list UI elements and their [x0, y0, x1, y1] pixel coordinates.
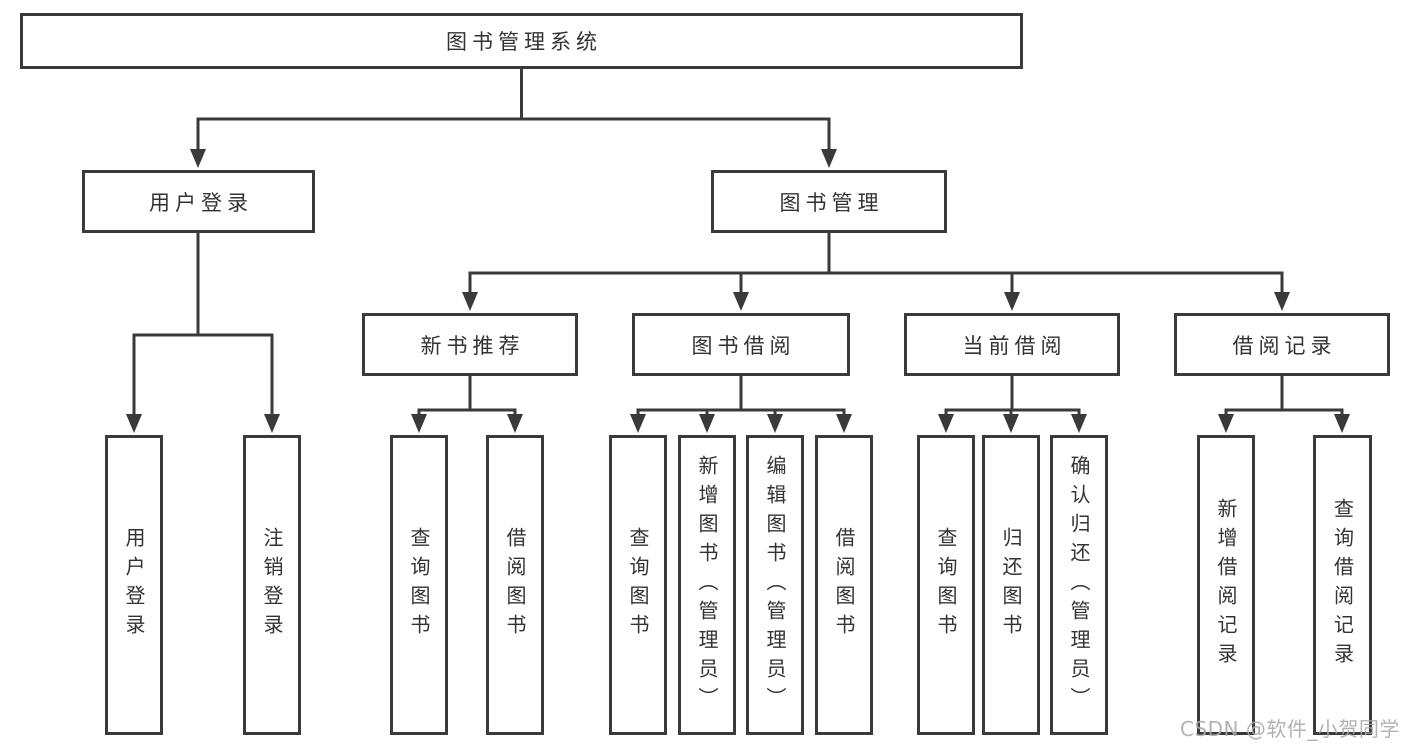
node-label: 查询图书: [407, 527, 431, 643]
leaf-borrow-books-recommend: 借阅图书: [486, 435, 544, 735]
leaf-confirm-return-admin: 确认归还（管理员）: [1050, 435, 1108, 735]
node-label: 新书推荐: [420, 333, 525, 358]
leaf-query-borrow-record: 查询借阅记录: [1313, 435, 1372, 735]
csdn-watermark: CSDN @软件_小贺同学: [1180, 717, 1400, 741]
arrowhead-icon: [1071, 414, 1087, 433]
arrowhead-icon: [462, 292, 478, 311]
node-label: 借阅记录: [1232, 333, 1337, 358]
arrowhead-icon: [411, 414, 427, 433]
node-new-book-recommend: 新书推荐: [362, 313, 578, 376]
node-label: 新增图书（管理员）: [695, 454, 719, 716]
leaf-borrow-books: 借阅图书: [815, 435, 873, 735]
node-label: 查询图书: [626, 527, 650, 643]
node-current-borrow: 当前借阅: [904, 313, 1120, 376]
node-book-borrow: 图书借阅: [632, 313, 850, 376]
arrowhead-icon: [264, 414, 280, 433]
node-label: 图书借阅: [691, 333, 796, 358]
node-label: 归还图书: [999, 527, 1023, 643]
leaf-query-books-recommend: 查询图书: [390, 435, 448, 735]
leaf-query-books-current: 查询图书: [917, 435, 975, 735]
arrowhead-icon: [836, 414, 852, 433]
leaf-add-books-admin: 新增图书（管理员）: [678, 435, 736, 735]
node-label: 用户登录: [122, 527, 146, 643]
node-label: 借阅图书: [503, 527, 527, 643]
arrowhead-icon: [190, 149, 206, 168]
node-label: 借阅图书: [832, 527, 856, 643]
arrowheads: [126, 149, 1350, 433]
node-borrow-records: 借阅记录: [1174, 313, 1390, 376]
node-label: 查询图书: [934, 527, 958, 643]
leaf-add-borrow-record: 新增借阅记录: [1197, 435, 1255, 735]
arrowhead-icon: [507, 414, 523, 433]
node-label: 查询借阅记录: [1330, 498, 1355, 672]
node-label: 新增借阅记录: [1214, 498, 1238, 672]
leaf-logout-login: 注销登录: [243, 435, 301, 735]
arrowhead-icon: [1004, 292, 1020, 311]
arrowhead-icon: [630, 414, 646, 433]
node-label: 当前借阅: [962, 333, 1067, 358]
leaf-query-books-borrow: 查询图书: [609, 435, 667, 735]
arrowhead-icon: [821, 149, 837, 168]
node-label: 用户登录: [149, 190, 253, 215]
node-library-system: 图书管理系统: [20, 13, 1023, 69]
node-label: 编辑图书（管理员）: [763, 454, 787, 716]
node-user-login: 用户登录: [82, 170, 315, 233]
node-label: 确认归还（管理员）: [1067, 454, 1091, 716]
arrowhead-icon: [733, 292, 749, 311]
leaf-user-login: 用户登录: [105, 435, 163, 735]
leaf-return-books: 归还图书: [982, 435, 1040, 735]
node-label: 图书管理: [779, 190, 884, 215]
arrowhead-icon: [126, 414, 142, 433]
arrowhead-icon: [1274, 292, 1290, 311]
arrowhead-icon: [938, 414, 954, 433]
arrowhead-icon: [767, 414, 783, 433]
arrowhead-icon: [699, 414, 715, 433]
node-book-management: 图书管理: [711, 170, 947, 233]
arrowhead-icon: [1218, 414, 1234, 433]
node-label: 注销登录: [260, 527, 284, 643]
arrowhead-icon: [1003, 414, 1019, 433]
leaf-edit-books-admin: 编辑图书（管理员）: [746, 435, 804, 735]
node-label: 图书管理系统: [446, 30, 602, 54]
arrowhead-icon: [1334, 414, 1350, 433]
